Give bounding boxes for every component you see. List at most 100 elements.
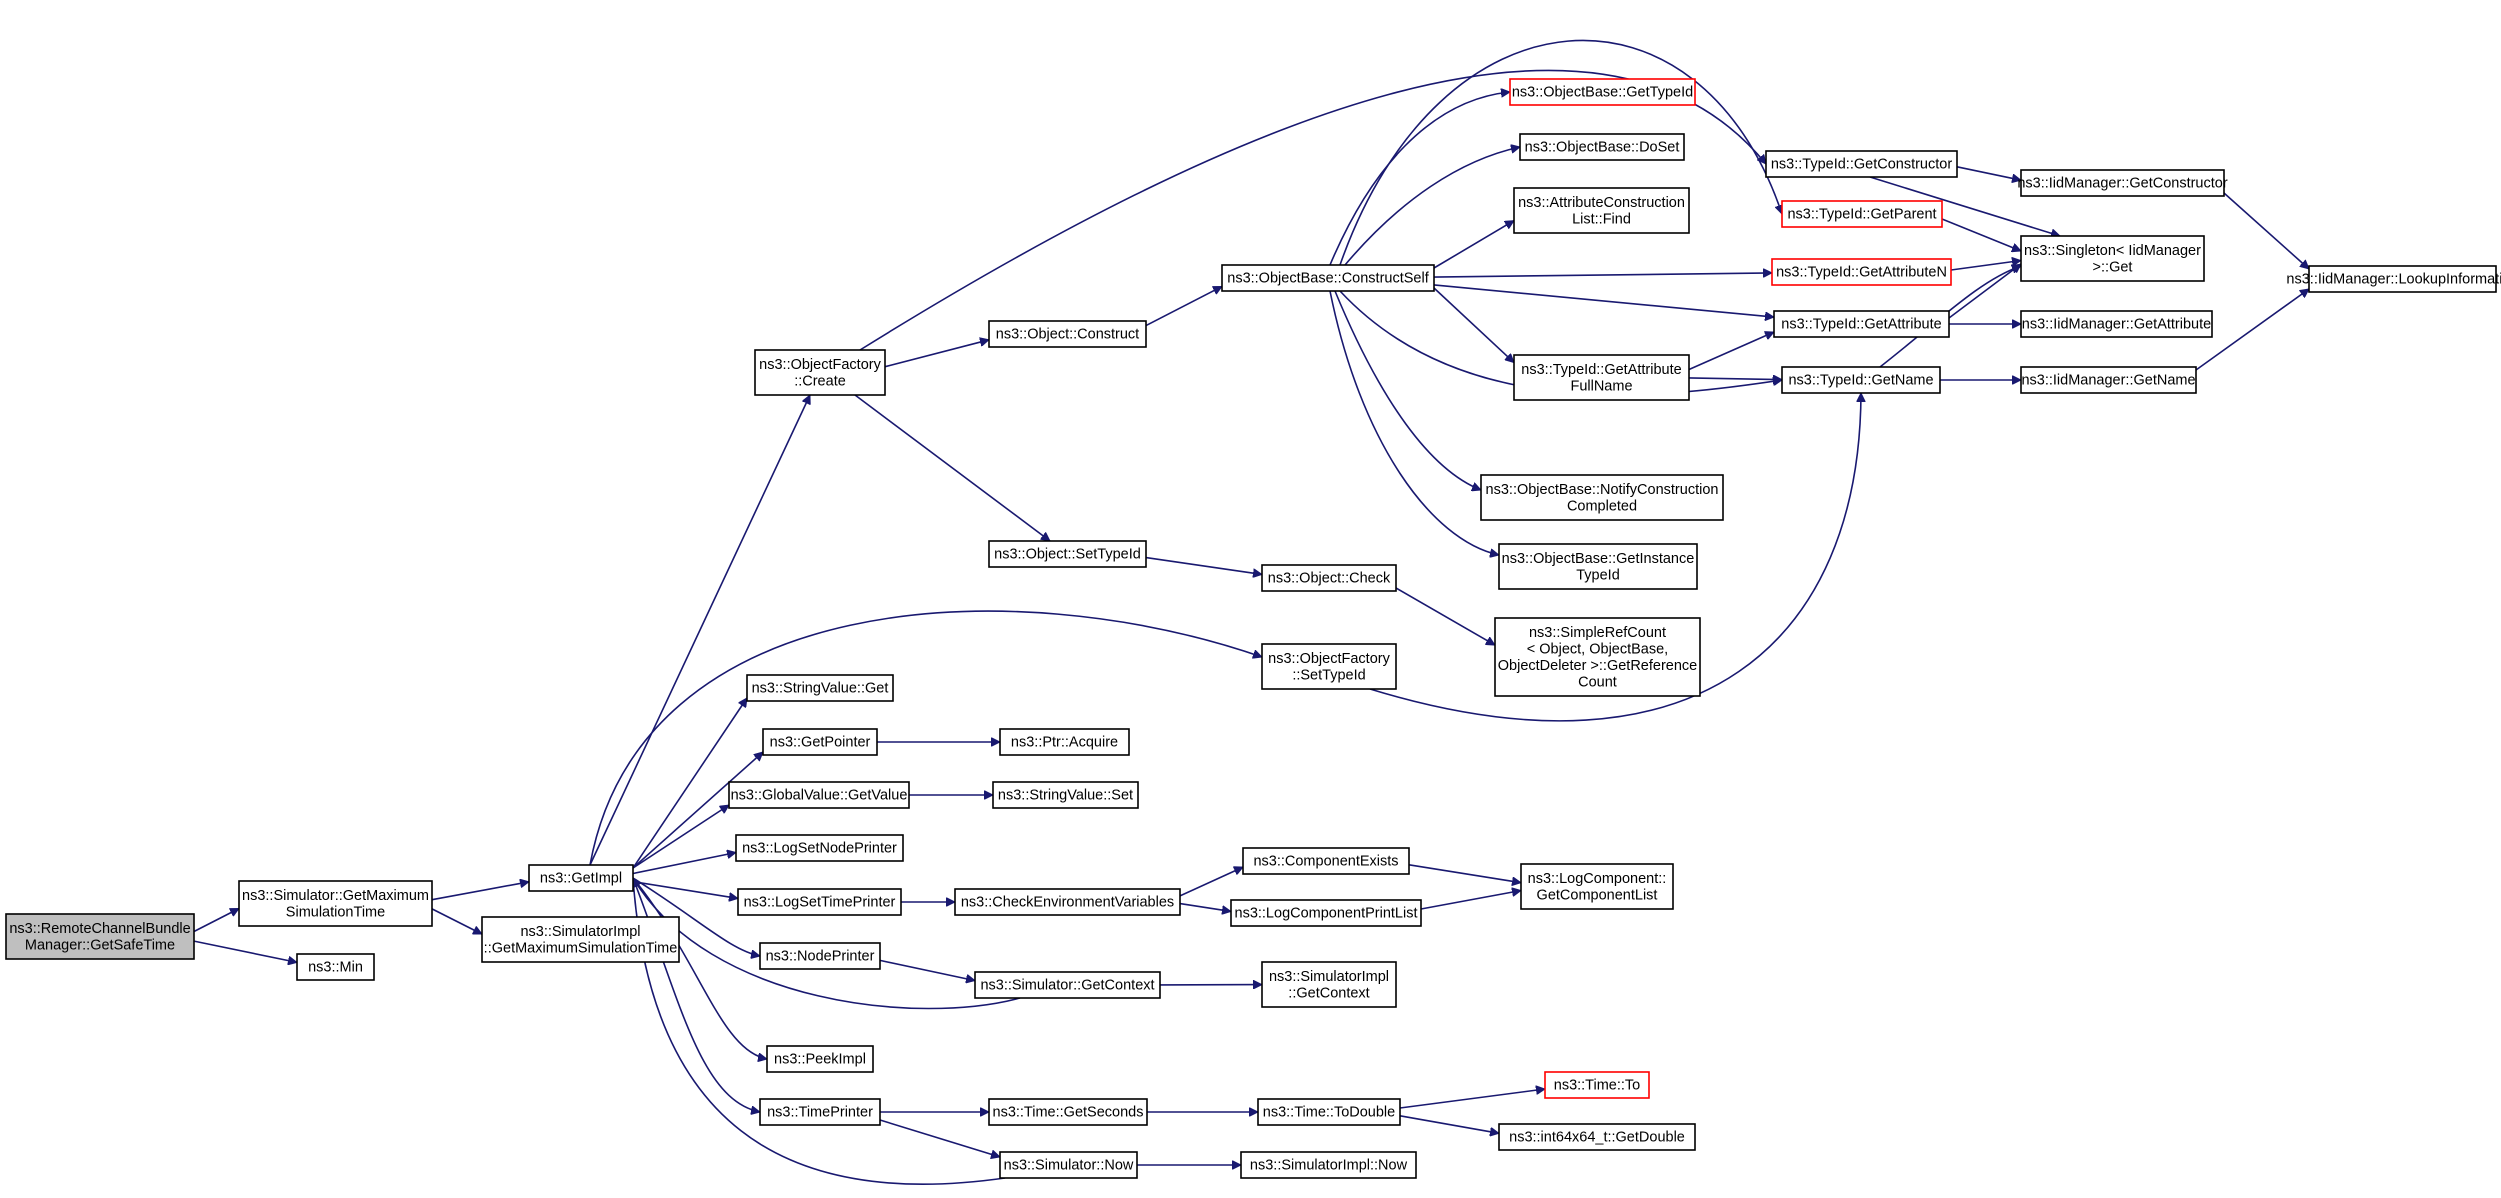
- node-timeToDouble[interactable]: ns3::Time::ToDouble: [1257, 1098, 1401, 1126]
- node-min[interactable]: ns3::Min: [296, 953, 375, 981]
- node-box[interactable]: [999, 728, 1130, 756]
- node-box[interactable]: [1781, 200, 1943, 228]
- node-compExists[interactable]: ns3::ComponentExists: [1242, 847, 1410, 875]
- node-simGetMax[interactable]: ns3::Simulator::GetMaximumSimulationTime: [238, 880, 433, 927]
- node-box[interactable]: [1257, 1098, 1401, 1126]
- node-box[interactable]: [2020, 366, 2197, 394]
- node-box[interactable]: [2020, 169, 2225, 197]
- node-box[interactable]: [988, 540, 1147, 568]
- node-svSet[interactable]: ns3::StringValue::Set: [992, 781, 1139, 809]
- node-peekImpl[interactable]: ns3::PeekImpl: [766, 1045, 874, 1073]
- node-box[interactable]: [988, 320, 1147, 348]
- node-getImpl[interactable]: ns3::GetImpl: [528, 864, 634, 892]
- node-box[interactable]: [2020, 235, 2205, 282]
- node-srcGetRef[interactable]: ns3::SimpleRefCount< Object, ObjectBase,…: [1494, 617, 1701, 697]
- node-box[interactable]: [992, 781, 1139, 809]
- node-simImplGetMax[interactable]: ns3::SimulatorImpl::GetMaximumSimulation…: [481, 916, 680, 963]
- node-box[interactable]: [481, 916, 680, 963]
- node-timeTo[interactable]: ns3::Time::To: [1544, 1071, 1650, 1099]
- node-box[interactable]: [1771, 258, 1952, 286]
- node-int64GetDouble[interactable]: ns3::int64x64_t::GetDouble: [1498, 1123, 1696, 1151]
- node-box[interactable]: [5, 913, 195, 960]
- node-iidGetConstructor[interactable]: ns3::IidManager::GetConstructor: [2017, 169, 2228, 197]
- node-iidGetName[interactable]: ns3::IidManager::GetName: [2020, 366, 2197, 394]
- node-simImplNow[interactable]: ns3::SimulatorImpl::Now: [1240, 1151, 1417, 1179]
- node-box[interactable]: [296, 953, 375, 981]
- node-box[interactable]: [1513, 354, 1690, 401]
- node-timeGetSeconds[interactable]: ns3::Time::GetSeconds: [988, 1098, 1148, 1126]
- node-logCompPrintList[interactable]: ns3::LogComponentPrintList: [1230, 899, 1422, 927]
- node-box[interactable]: [766, 1045, 874, 1073]
- node-simImplGetContext[interactable]: ns3::SimulatorImpl::GetContext: [1261, 961, 1397, 1008]
- node-obConstructSelf[interactable]: ns3::ObjectBase::ConstructSelf: [1221, 264, 1435, 292]
- node-getPointer[interactable]: ns3::GetPointer: [762, 728, 878, 756]
- node-tidGetAttrN[interactable]: ns3::TypeId::GetAttributeN: [1771, 258, 1952, 286]
- node-box[interactable]: [528, 864, 634, 892]
- node-logSetNodePrinter[interactable]: ns3::LogSetNodePrinter: [735, 834, 904, 862]
- node-simGetContext[interactable]: ns3::Simulator::GetContext: [974, 971, 1161, 999]
- node-box[interactable]: [754, 349, 886, 396]
- node-nodePrinter[interactable]: ns3::NodePrinter: [759, 942, 881, 970]
- node-box[interactable]: [1261, 564, 1397, 592]
- node-objConstruct[interactable]: ns3::Object::Construct: [988, 320, 1147, 348]
- node-tidGetName[interactable]: ns3::TypeId::GetName: [1781, 366, 1941, 394]
- node-box[interactable]: [954, 888, 1181, 916]
- node-box[interactable]: [974, 971, 1161, 999]
- node-box[interactable]: [1240, 1151, 1417, 1179]
- node-timePrinter[interactable]: ns3::TimePrinter: [759, 1098, 881, 1126]
- node-logSetTimePrinter[interactable]: ns3::LogSetTimePrinter: [737, 888, 902, 916]
- node-objCheck[interactable]: ns3::Object::Check: [1261, 564, 1397, 592]
- node-obDoSet[interactable]: ns3::ObjectBase::DoSet: [1519, 133, 1685, 161]
- node-box[interactable]: [238, 880, 433, 927]
- node-box[interactable]: [1480, 474, 1724, 521]
- node-tidGetAttribute[interactable]: ns3::TypeId::GetAttribute: [1773, 310, 1950, 338]
- node-svGet[interactable]: ns3::StringValue::Get: [746, 674, 894, 702]
- node-box[interactable]: [2308, 265, 2497, 293]
- node-ptrAcquire[interactable]: ns3::Ptr::Acquire: [999, 728, 1130, 756]
- node-box[interactable]: [1781, 366, 1941, 394]
- node-box[interactable]: [1509, 78, 1696, 106]
- node-simNow[interactable]: ns3::Simulator::Now: [999, 1151, 1138, 1179]
- node-box[interactable]: [1494, 617, 1701, 697]
- node-box[interactable]: [2020, 310, 2213, 338]
- node-obNotify[interactable]: ns3::ObjectBase::NotifyConstructionCompl…: [1480, 474, 1724, 521]
- node-logCompGetList[interactable]: ns3::LogComponent::GetComponentList: [1520, 863, 1674, 910]
- node-box[interactable]: [759, 1098, 881, 1126]
- node-box[interactable]: [999, 1151, 1138, 1179]
- node-ofCreate[interactable]: ns3::ObjectFactory::Create: [754, 349, 886, 396]
- node-obGetTypeId[interactable]: ns3::ObjectBase::GetTypeId: [1509, 78, 1696, 106]
- node-box[interactable]: [1520, 863, 1674, 910]
- node-box[interactable]: [1498, 1123, 1696, 1151]
- node-box[interactable]: [737, 888, 902, 916]
- node-iidGetAttribute[interactable]: ns3::IidManager::GetAttribute: [2020, 310, 2213, 338]
- node-box[interactable]: [1261, 643, 1397, 690]
- node-tidGetParent[interactable]: ns3::TypeId::GetParent: [1781, 200, 1943, 228]
- node-ofSetTypeId[interactable]: ns3::ObjectFactory::SetTypeId: [1261, 643, 1397, 690]
- node-box[interactable]: [728, 781, 910, 809]
- node-box[interactable]: [759, 942, 881, 970]
- node-box[interactable]: [1519, 133, 1685, 161]
- node-box[interactable]: [1230, 899, 1422, 927]
- node-box[interactable]: [988, 1098, 1148, 1126]
- node-box[interactable]: [1773, 310, 1950, 338]
- node-tidGetConstructor[interactable]: ns3::TypeId::GetConstructor: [1765, 150, 1958, 178]
- node-box[interactable]: [1261, 961, 1397, 1008]
- node-gvGetValue[interactable]: ns3::GlobalValue::GetValue: [728, 781, 910, 809]
- node-singletonGet[interactable]: ns3::Singleton< IidManager>::Get: [2020, 235, 2205, 282]
- node-root[interactable]: ns3::RemoteChannelBundleManager::GetSafe…: [5, 913, 195, 960]
- node-box[interactable]: [746, 674, 894, 702]
- node-box[interactable]: [762, 728, 878, 756]
- node-box[interactable]: [1242, 847, 1410, 875]
- node-box[interactable]: [1765, 150, 1958, 178]
- node-box[interactable]: [1221, 264, 1435, 292]
- node-box[interactable]: [1544, 1071, 1650, 1099]
- node-objSetTypeId[interactable]: ns3::Object::SetTypeId: [988, 540, 1147, 568]
- node-checkEnv[interactable]: ns3::CheckEnvironmentVariables: [954, 888, 1181, 916]
- node-box[interactable]: [1498, 543, 1698, 590]
- node-iidLookup[interactable]: ns3::IidManager::LookupInformation: [2286, 265, 2501, 293]
- node-box[interactable]: [735, 834, 904, 862]
- node-box[interactable]: [1513, 187, 1690, 234]
